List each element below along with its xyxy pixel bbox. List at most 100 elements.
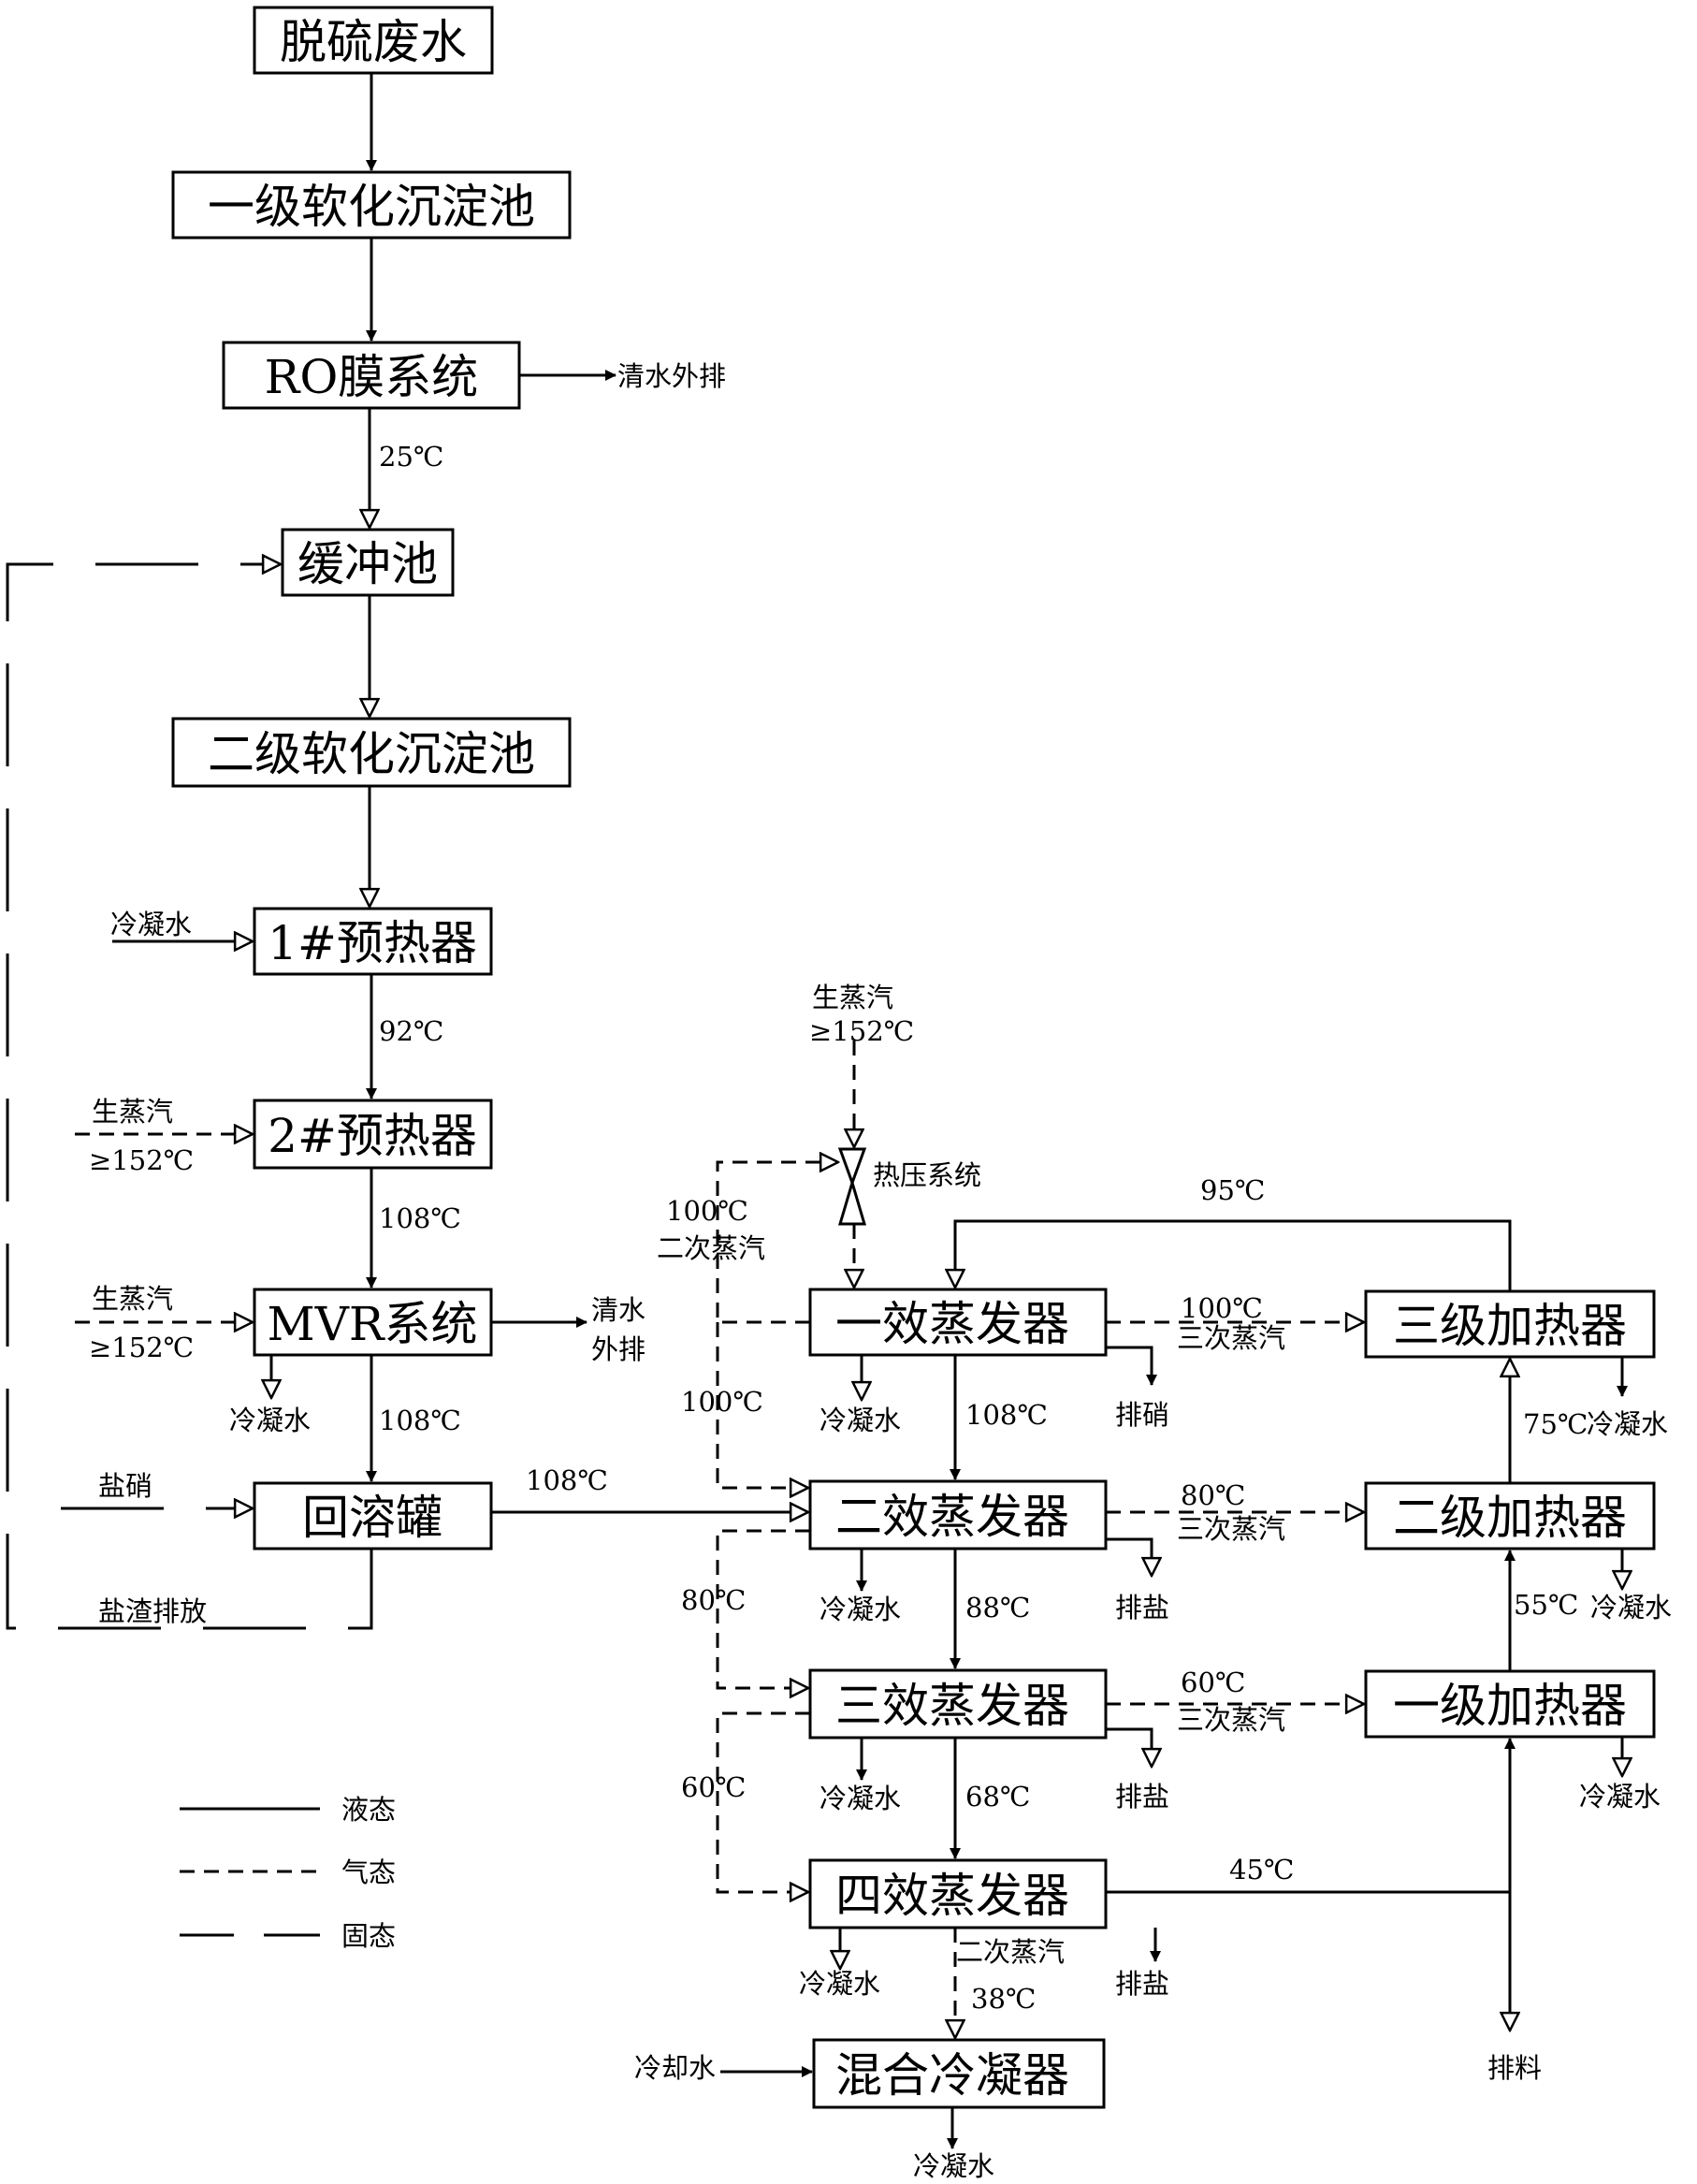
evaporator-1: 一效蒸发器 [808, 1288, 1108, 1357]
evaporator-1-label: 一效蒸发器 [835, 1297, 1069, 1351]
live-steam-label: 生蒸汽 [812, 982, 893, 1013]
legend-solid-label: 固态 [341, 1920, 396, 1952]
t100-left-label: 100℃ [681, 1386, 763, 1418]
condenser-condensate-label: 冷凝水 [913, 2150, 994, 2182]
evap4-secondary-steam-label: 二次蒸汽 [956, 1936, 1065, 1968]
steam-evap2-to-evap3 [716, 1529, 810, 1688]
t68-label: 68℃ [965, 1781, 1030, 1813]
heater3-condensate-label: 冷凝水 [1587, 1408, 1668, 1440]
t92-label: 92℃ [379, 1015, 443, 1047]
salt-residue-label: 盐渣排放 [98, 1595, 207, 1627]
ro-membrane-system: RO膜系统 [222, 341, 521, 410]
evap3-salt-out [1106, 1727, 1152, 1767]
pre1-condensate-label: 冷凝水 [110, 909, 192, 940]
preheater-1: 1#预热器 [253, 907, 493, 976]
mvr-label: MVR系统 [268, 1297, 478, 1351]
evaporator-2-label: 二效蒸发器 [835, 1490, 1069, 1544]
thermo-label: 热压系统 [873, 1159, 981, 1191]
discharge-label: 排料 [1487, 2052, 1542, 2084]
t38-label: 38℃ [971, 1983, 1036, 2015]
evaporator-2: 二效蒸发器 [808, 1479, 1108, 1551]
softening-tank-2: 二级软化沉淀池 [171, 717, 572, 788]
legend-liquid-label: 液态 [341, 1794, 396, 1826]
redissolve-label: 回溶罐 [302, 1491, 442, 1545]
ro-label: RO膜系统 [265, 350, 479, 404]
flow-heater3-to-evap1 [955, 1219, 1512, 1291]
evaporator-3: 三效蒸发器 [808, 1668, 1108, 1740]
redissolve-tank: 回溶罐 [253, 1481, 493, 1551]
buffer-tank: 缓冲池 [281, 528, 455, 597]
softening-tank-2-label: 二级软化沉淀池 [208, 727, 535, 781]
tertiary-steam-2-label: 三次蒸汽 [1177, 1513, 1285, 1545]
mvr-system: MVR系统 [253, 1288, 493, 1357]
softening-tank-1-label: 一级软化沉淀池 [208, 180, 535, 234]
desulfur-label: 脱硫废水 [280, 15, 467, 69]
t60-left-label: 60℃ [681, 1771, 746, 1803]
preheater-1-label: 1#预热器 [268, 916, 477, 970]
t108-pre2-label: 108℃ [379, 1202, 461, 1234]
preheater-2-label: 2#预热器 [268, 1109, 477, 1163]
t60-tertiary-label: 60℃ [1181, 1667, 1245, 1698]
tertiary-steam-1-label: 三次蒸汽 [1177, 1322, 1285, 1354]
heater-2-label: 二级加热器 [1393, 1491, 1627, 1545]
pre2-steam-label: 生蒸汽 [92, 1096, 173, 1128]
mvr-clean-label-a: 清水 [591, 1294, 645, 1326]
mvr-condensate-label: 冷凝水 [229, 1405, 311, 1436]
heater-1: 一级加热器 [1364, 1669, 1656, 1739]
t100-tertiary-label: 100℃ [1181, 1292, 1263, 1324]
t108-dissolve-label: 108℃ [526, 1464, 608, 1496]
t80-tertiary-label: 80℃ [1181, 1479, 1245, 1511]
steam-evap1-to-evap2 [716, 1322, 808, 1488]
legend-gas-label: 气态 [341, 1856, 396, 1888]
mixing-condenser-label: 混合冷凝器 [835, 2048, 1069, 2103]
heater2-condensate-label: 冷凝水 [1590, 1592, 1672, 1623]
solid-residue-recycle-loop [6, 564, 373, 1630]
evap2-condensate-label: 冷凝水 [819, 1594, 901, 1625]
evap3-condensate-label: 冷凝水 [819, 1783, 901, 1814]
t108-evap-label: 108℃ [965, 1399, 1048, 1431]
evaporator-3-label: 三效蒸发器 [835, 1679, 1069, 1733]
desulfur-box: 脱硫废水 [253, 6, 494, 75]
mixing-condenser: 混合冷凝器 [812, 2038, 1106, 2109]
thermocompressor-icon [837, 1147, 867, 1226]
secondary-steam-label: 二次蒸汽 [657, 1232, 765, 1264]
t100-secondary-label: 100℃ [666, 1195, 748, 1227]
legend: 液态 气态 固态 [180, 1794, 396, 1952]
evaporator-4-label: 四效蒸发器 [835, 1869, 1069, 1923]
preheater-2: 2#预热器 [253, 1099, 493, 1170]
t80-left-label: 80℃ [681, 1584, 746, 1616]
heater1-condensate-label: 冷凝水 [1579, 1781, 1661, 1813]
ro-clean-out-label: 清水外排 [617, 360, 726, 392]
evap1-condensate-label: 冷凝水 [819, 1405, 901, 1436]
buffer-label: 缓冲池 [297, 537, 438, 591]
softening-tank-1: 一级软化沉淀池 [171, 170, 572, 240]
evap4-condensate-label: 冷凝水 [799, 1968, 880, 2000]
t55-label: 55℃ [1514, 1589, 1578, 1621]
t25-label: 25℃ [379, 441, 443, 473]
heater-3: 三级加热器 [1364, 1289, 1656, 1359]
mvr-temp-label: ≥152℃ [89, 1332, 194, 1363]
t75-label: 75℃ [1523, 1408, 1588, 1440]
evap2-salt-label: 排盐 [1115, 1592, 1169, 1623]
steam-evap3-to-evap4 [716, 1711, 810, 1892]
t95-label: 95℃ [1200, 1174, 1265, 1206]
heater-2: 二级加热器 [1364, 1481, 1656, 1551]
t108-mvr-label: 108℃ [379, 1405, 461, 1436]
heater-1-label: 一级加热器 [1393, 1679, 1627, 1733]
mvr-clean-label-b: 外排 [591, 1333, 645, 1365]
nitrate-out-label: 排硝 [1115, 1399, 1169, 1431]
pre2-temp-label: ≥152℃ [89, 1144, 194, 1176]
mvr-steam-label: 生蒸汽 [92, 1283, 173, 1315]
evaporator-4: 四效蒸发器 [808, 1858, 1108, 1929]
evap4-salt-label: 排盐 [1115, 1968, 1169, 2000]
salt-nitrate-label: 盐硝 [98, 1470, 152, 1502]
heater-3-label: 三级加热器 [1393, 1299, 1627, 1353]
tertiary-steam-3-label: 三次蒸汽 [1177, 1704, 1285, 1736]
evap2-salt-out [1106, 1537, 1152, 1576]
cooling-water-label: 冷却水 [634, 2052, 716, 2084]
evap3-salt-label: 排盐 [1115, 1781, 1169, 1813]
evap1-nitrate-out [1106, 1346, 1157, 1386]
t88-label: 88℃ [965, 1592, 1030, 1623]
live-steam-temp-label: ≥152℃ [809, 1015, 914, 1047]
